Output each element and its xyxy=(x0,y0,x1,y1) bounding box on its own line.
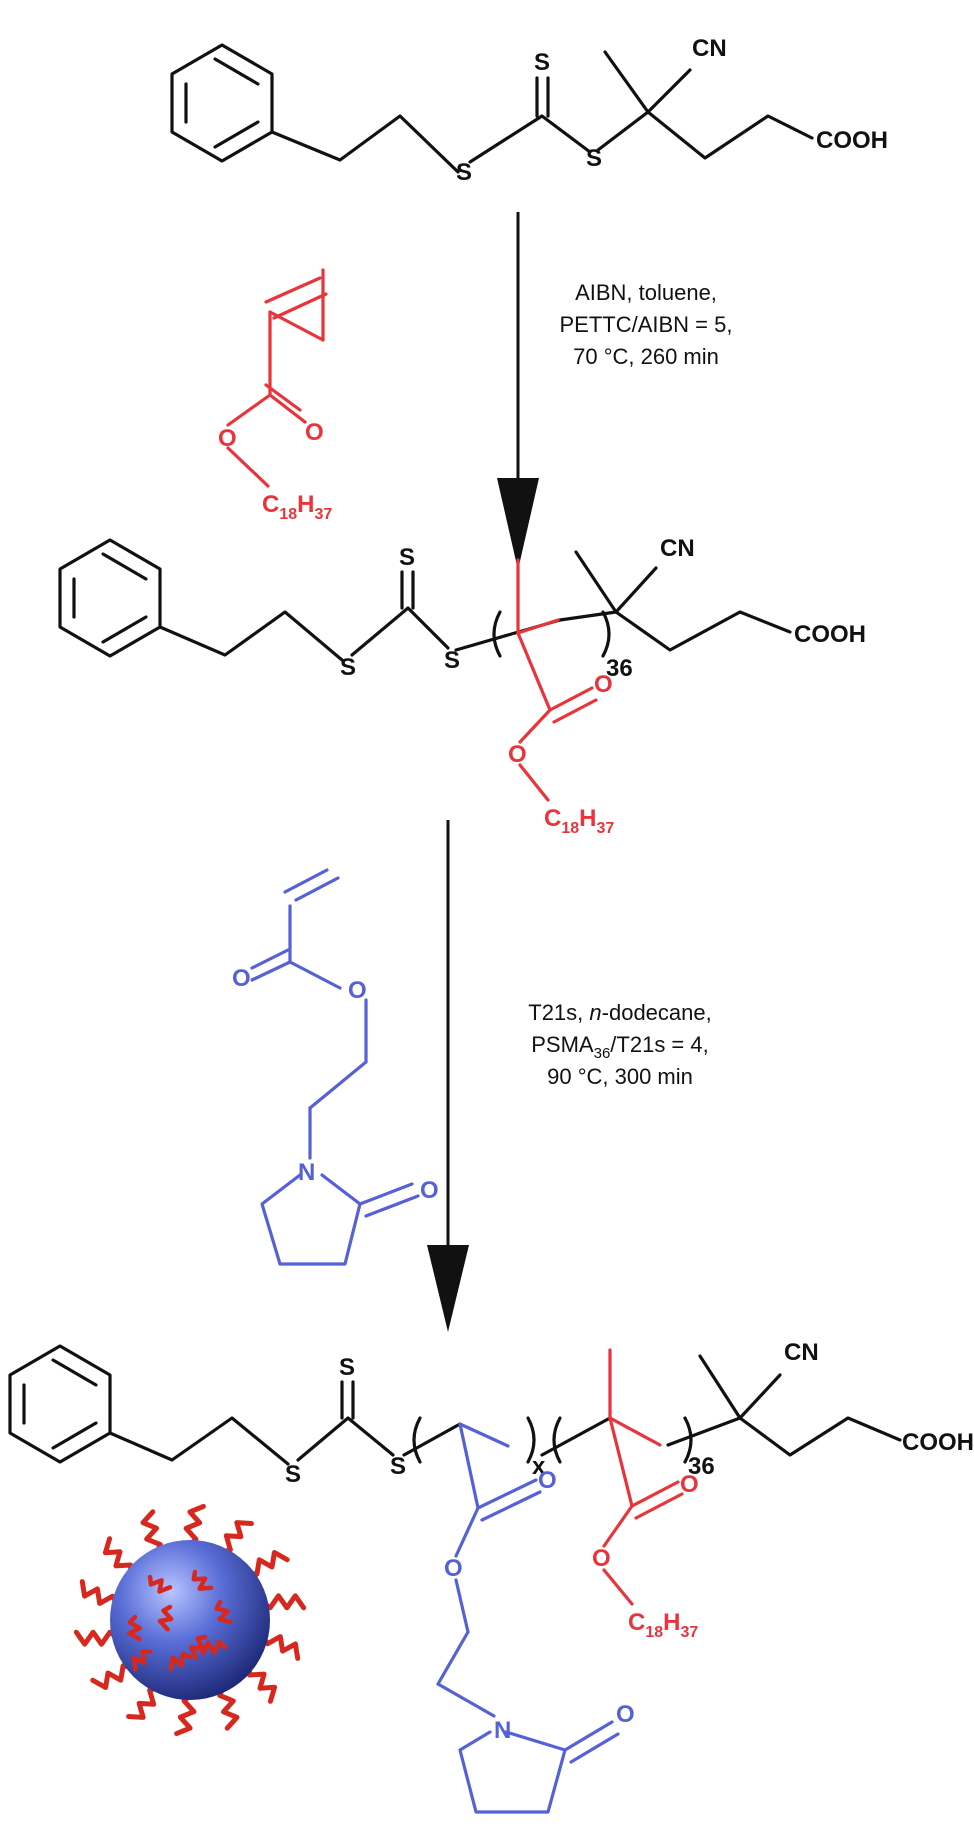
stearyl-label: C18H37 xyxy=(544,805,614,837)
step2-line2: PSMA36/T21s = 4, xyxy=(531,1032,709,1062)
pnmep-ester-o-label: O xyxy=(538,1467,557,1494)
sulfur-label-a: S xyxy=(285,1461,301,1488)
psma36-macro-cta: S S S 36 CN COOH O O C18H37 xyxy=(58,535,866,837)
pyrrolidone-n-label: N xyxy=(298,1159,315,1186)
ether-o-label: O xyxy=(218,425,237,452)
block-copolymer-nanoparticle-icon xyxy=(73,1503,307,1737)
carboxylic-acid-label: COOH xyxy=(794,621,866,648)
stearyl-label: C18H37 xyxy=(262,491,332,523)
thione-s-label: S xyxy=(339,1354,355,1381)
step1-conditions: AIBN, toluene, PETTC/AIBN = 5, 70 °C, 26… xyxy=(560,280,733,369)
carboxylic-acid-label: COOH xyxy=(816,127,888,154)
repeat-count-x: x xyxy=(532,1453,546,1480)
sulfur-label-b: S xyxy=(444,647,460,674)
cyanopentanoic-chain xyxy=(596,110,814,160)
ester-o-label: O xyxy=(594,671,613,698)
phenyl-ring xyxy=(170,43,274,163)
sulfur-label-b: S xyxy=(586,145,602,172)
step1-line3: 70 °C, 260 min xyxy=(573,344,719,369)
step2-line1: T21s, n-dodecane, xyxy=(528,1000,711,1025)
psma-pnmep-diblock: x 36 S S S CN COOH O O N O O xyxy=(8,1339,974,1814)
stabilizer-chain xyxy=(214,1599,233,1625)
lactam-o-label: O xyxy=(420,1177,439,1204)
repeat-count-36: 36 xyxy=(606,655,633,682)
psma-ether-o-label: O xyxy=(592,1545,611,1572)
stabilizer-chain xyxy=(188,1634,208,1660)
ethyl-linker xyxy=(270,114,460,174)
repeat-count-36: 36 xyxy=(688,1453,715,1480)
stabilizer-chain xyxy=(218,1520,254,1556)
stearyl-methacrylate-monomer: O O C18H37 xyxy=(218,268,332,523)
psma-ester-o-label: O xyxy=(680,1471,699,1498)
lactam-o-label: O xyxy=(616,1701,635,1728)
ether-o-label: O xyxy=(508,741,527,768)
step1-line2: PETTC/AIBN = 5, xyxy=(560,312,733,337)
ether-o-label: O xyxy=(348,977,367,1004)
step1-arrow xyxy=(497,212,539,570)
step2-conditions: T21s, n-dodecane, PSMA36/T21s = 4, 90 °C… xyxy=(528,1000,711,1089)
stabilizer-chain xyxy=(168,1651,193,1672)
stabilizer-chain xyxy=(131,1649,153,1672)
stabilizer-chain xyxy=(157,1604,174,1632)
stabilizer-chain xyxy=(126,1684,162,1720)
step1-line1: AIBN, toluene, xyxy=(575,280,717,305)
sulfur-label-b: S xyxy=(390,1453,406,1480)
nitrile-label: CN xyxy=(660,535,695,562)
stabilizer-chain xyxy=(191,1569,214,1591)
carbonyl-o-label: O xyxy=(232,965,251,992)
phenyl-ring xyxy=(58,538,162,658)
pyrrolidone-n-label: N xyxy=(494,1717,511,1744)
stabilizer-chain xyxy=(200,1639,228,1656)
nitrile-label: CN xyxy=(784,1339,819,1366)
sulfur-label-a: S xyxy=(456,159,472,186)
stabilizer-chain xyxy=(246,1662,278,1704)
stearyl-label: C18H37 xyxy=(628,1609,698,1641)
pnmep-ether-o-label: O xyxy=(444,1555,463,1582)
stabilizer-chain xyxy=(127,1614,142,1642)
nitrile-label: CN xyxy=(692,35,727,62)
sulfur-label-a: S xyxy=(340,654,356,681)
thione-s-label: S xyxy=(399,544,415,571)
thione-s-label: S xyxy=(534,49,550,76)
stabilizer-chain xyxy=(102,1536,134,1578)
trithiocarbonate-bonds xyxy=(468,114,592,164)
phenyl-ring xyxy=(8,1344,112,1464)
nmep-acrylate-monomer: O O N O xyxy=(232,868,439,1266)
carboxylic-acid-label: COOH xyxy=(902,1429,974,1456)
pettc-raft-agent: S S S CN COOH xyxy=(170,35,888,186)
step2-arrow xyxy=(427,820,469,1332)
step2-line3: 90 °C, 300 min xyxy=(547,1064,693,1089)
ester-o-label: O xyxy=(305,419,324,446)
stabilizer-chain xyxy=(147,1574,173,1594)
